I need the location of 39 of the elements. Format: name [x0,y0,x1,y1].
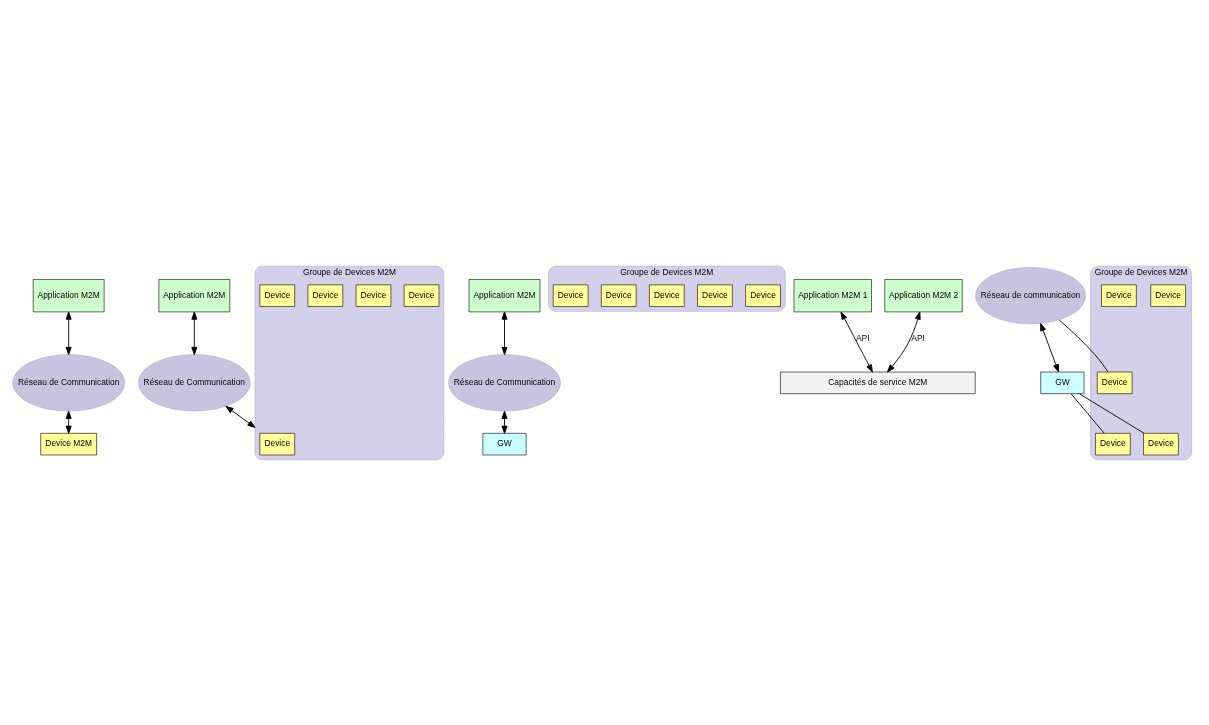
node-box: Device [1095,432,1131,455]
edge-label: API [856,332,870,343]
node-box: Device [745,284,781,307]
node-box: Application M2M 1 [793,278,872,312]
arrow [225,405,256,428]
node-box: Device [259,432,295,455]
node-box: Application M2M [468,278,541,312]
node-box: Capacités de service M2M [780,371,976,394]
arrow [840,311,873,372]
arrow [887,311,921,372]
node-box: Device [552,284,589,307]
edge-label: API [911,332,925,343]
connector [1058,318,1109,372]
node-box: Device [355,284,392,307]
node-ellipse: Réseau de communication [975,266,1086,324]
node-box: Application M2M 2 [884,278,963,312]
node-box: GW [1040,371,1085,394]
node-box: Device M2M [40,432,97,455]
arrow [65,311,72,355]
node-box: Device [307,284,344,307]
node-ellipse: Réseau de Communication [448,353,561,411]
node-box: Device [649,284,685,307]
node-box: Device [1096,371,1133,394]
node-box: Device [1143,432,1179,455]
node-box: Device [259,284,295,307]
connector [1070,392,1105,434]
arrow [191,311,198,355]
node-box: Device [1150,284,1186,307]
node-box: Device [697,284,733,307]
arrow [501,311,508,355]
node-box: Device [601,284,637,307]
node-ellipse: Réseau de Communication [12,353,125,411]
node-box: Application M2M [158,278,231,312]
node-box: GW [482,432,527,455]
arrow [1040,322,1059,372]
connector [1078,392,1145,434]
node-box: Application M2M [32,278,105,312]
node-box: Device [1101,284,1137,307]
node-box: Device [403,284,440,307]
